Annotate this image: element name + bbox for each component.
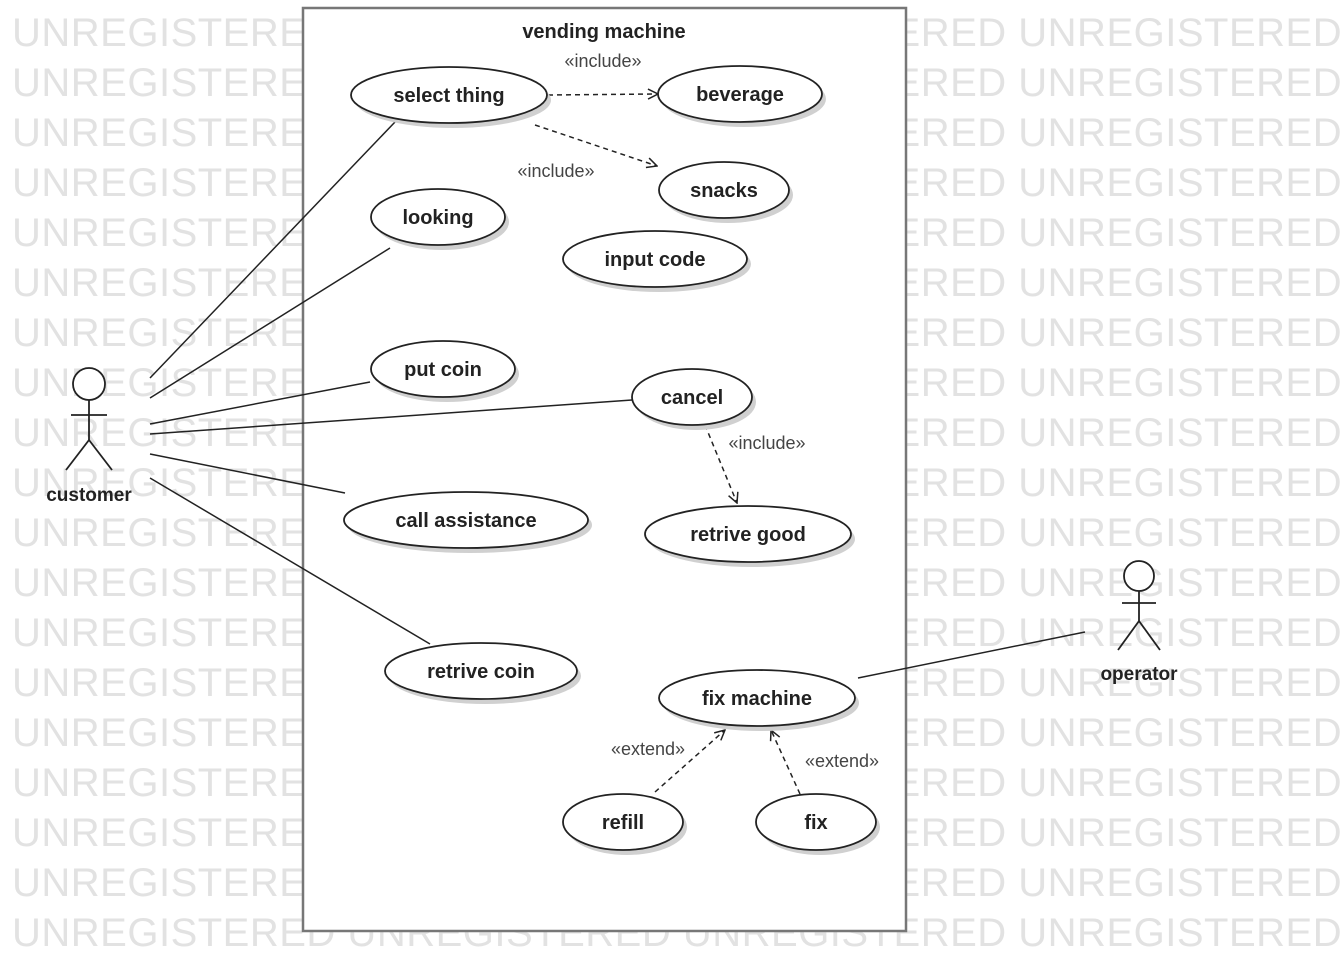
assoc-customer-retrive-coin (149, 477, 431, 645)
use-case-retrive-coin[interactable]: retrive coin (384, 642, 581, 704)
extend-label: «extend» (611, 739, 685, 759)
extend-arrow-refill (654, 730, 725, 793)
use-case-label: snacks (690, 180, 758, 202)
use-case-fix-machine[interactable]: fix machine (658, 669, 859, 731)
use-case-label: cancel (661, 387, 723, 409)
assoc-customer-cancel (149, 399, 633, 435)
use-case-cancel[interactable]: cancel (631, 368, 756, 430)
use-case-label: looking (402, 207, 473, 229)
use-case-retrive-good[interactable]: retrive good (644, 505, 855, 567)
use-case-snacks[interactable]: snacks (658, 161, 793, 223)
system-title: vending machine (522, 21, 685, 43)
use-case-label: fix (804, 812, 827, 834)
customer-label: customer (46, 485, 132, 506)
use-case-fix[interactable]: fix (755, 793, 880, 855)
include-label: «include» (728, 433, 805, 453)
assoc-customer-put-coin (149, 381, 371, 425)
use-case-label: retrive coin (427, 661, 535, 683)
actor-head-icon (72, 367, 106, 401)
include-label: «include» (517, 161, 594, 181)
use-case-label: beverage (696, 84, 784, 106)
include-arrow-snacks (534, 124, 657, 166)
use-case-label: retrive good (690, 524, 806, 546)
use-case-label: call assistance (395, 510, 536, 532)
assoc-customer-looking (149, 247, 391, 399)
use-case-label: input code (604, 249, 705, 271)
operator-actor[interactable] (1117, 560, 1161, 651)
include-label: «include» (564, 51, 641, 71)
customer-associations (149, 121, 633, 645)
use-case-looking[interactable]: looking (370, 188, 509, 250)
use-case-put-coin[interactable]: put coin (370, 340, 519, 402)
system-boundary[interactable] (301, 6, 908, 933)
extend-label: «extend» (805, 751, 879, 771)
use-case-select-thing[interactable]: select thing (350, 66, 551, 128)
actor-head-icon (1123, 560, 1155, 592)
use-case-label: refill (602, 812, 644, 834)
extend-arrow-fix (771, 730, 801, 795)
customer-actor[interactable] (65, 367, 113, 471)
use-case-label: put coin (404, 359, 482, 381)
dependencies (534, 94, 801, 795)
assoc-customer-call-assistance (149, 453, 346, 494)
operator-label: operator (1100, 664, 1178, 685)
use-case-label: select thing (393, 85, 504, 107)
use-case-call-assistance[interactable]: call assistance (343, 491, 592, 553)
use-case-refill[interactable]: refill (562, 793, 687, 855)
use-case-beverage[interactable]: beverage (657, 65, 826, 127)
include-arrow-beverage (547, 94, 658, 95)
use-case-input-code[interactable]: input code (562, 230, 751, 292)
assoc-customer-select-thing (149, 121, 396, 379)
use-case-label: fix machine (702, 688, 812, 710)
assoc-operator-fix-machine (857, 631, 1086, 679)
use-case-diagram: vending machine «include» «include» «inc… (46, 6, 1178, 933)
